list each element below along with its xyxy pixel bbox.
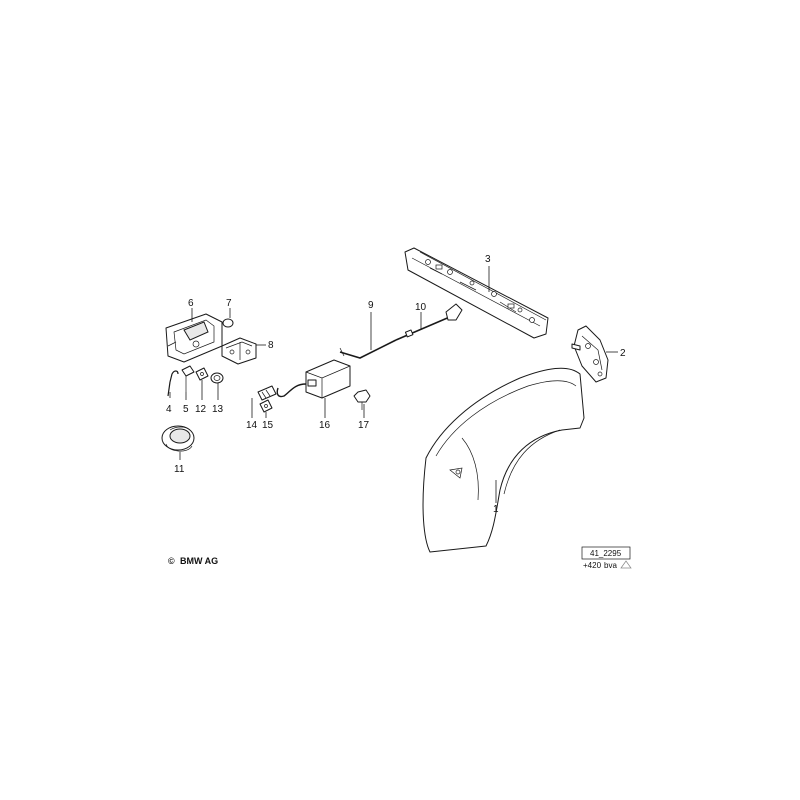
part-2-bracket [571,325,609,383]
part-17-screw [353,389,371,410]
part-7-cap [222,318,234,328]
part-12-bushing [195,367,209,381]
callout-16: 16 [319,420,331,431]
copyright-symbol: © [168,556,175,566]
callout-5: 5 [183,404,189,415]
part-4-wire [167,370,179,397]
drawing-number: 41_2295 [590,549,622,558]
callout-10: 10 [415,302,427,313]
part-13-grommet [210,372,224,384]
part-16-actuator [276,359,351,399]
drawing-number-block: 41_2295 +420 bva [581,546,632,570]
callout-6: 6 [188,298,194,309]
callout-7: 7 [226,298,232,309]
part-9-rod [339,339,397,359]
part-5-bolt [181,365,195,392]
part-6-filler-housing [165,313,223,363]
code-suffix: bva [604,561,617,570]
callout-4: 4 [166,404,172,415]
part-11-rubber-boot [161,425,195,452]
callout-11: 11 [174,464,185,475]
warning-triangle-icon [620,560,632,569]
callout-12: 12 [195,404,207,415]
part-3-rear-panel [404,247,549,339]
callout-14: 14 [246,420,258,431]
part-8-hinge [221,337,257,365]
copyright-text: BMW AG [180,556,218,566]
callout-13: 13 [212,404,224,415]
part-15-clip [259,399,273,413]
callout-8: 8 [268,340,274,351]
callout-3: 3 [485,254,491,265]
part-10-cable [395,303,463,341]
callout-2: 2 [620,348,626,359]
code-prefix: +420 [583,561,602,570]
callout-9: 9 [368,300,374,311]
callout-15: 15 [262,420,274,431]
callout-17: 17 [358,420,370,431]
part-1-side-panel [422,367,585,553]
callout-1: 1 [493,504,499,515]
copyright-notice: © BMW AG [168,556,218,566]
part-14-pin [257,385,277,401]
